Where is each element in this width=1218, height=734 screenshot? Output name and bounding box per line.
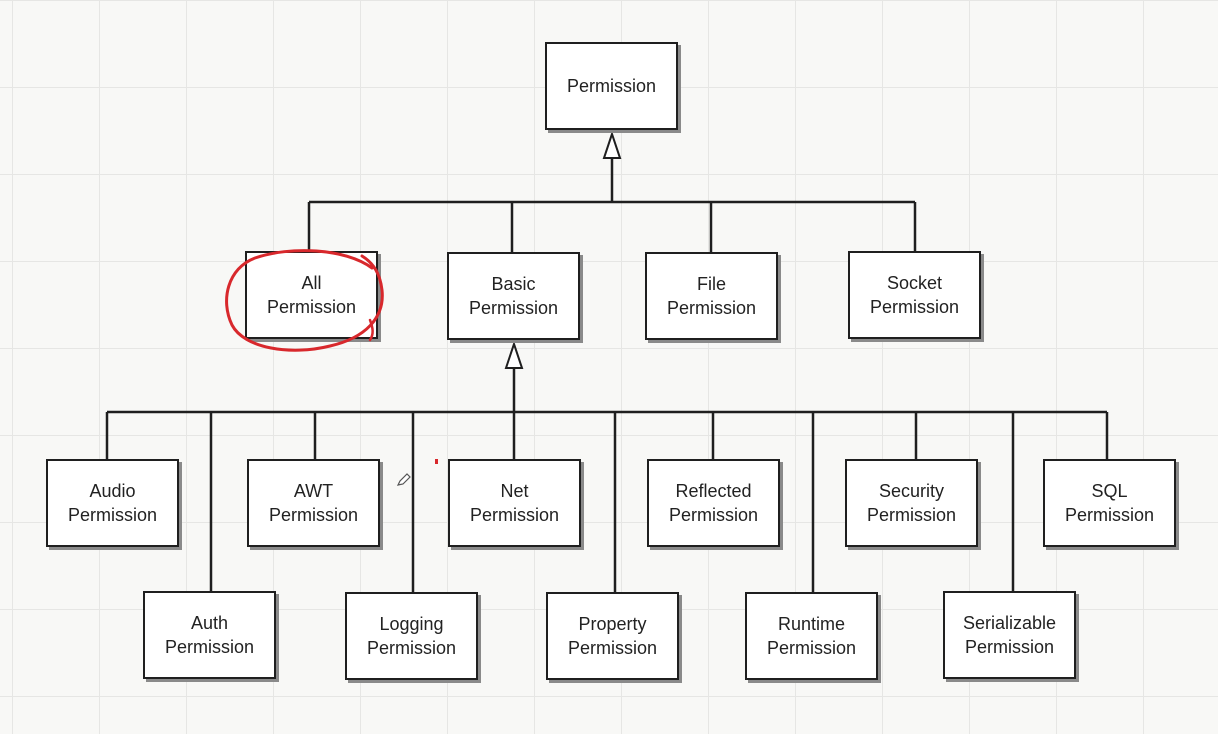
node-label-line2: Permission — [164, 637, 255, 657]
node-permission: Permission — [545, 42, 678, 130]
node-label-line2: Permission — [468, 298, 559, 318]
node-awt-permission: AWT Permission — [247, 459, 380, 547]
node-logging-permission: Logging Permission — [345, 592, 478, 680]
node-label-line2: Permission — [869, 297, 960, 317]
node-label-line1: Audio — [89, 481, 136, 501]
node-label-line1: Logging — [379, 614, 444, 634]
node-reflected-permission: Reflected Permission — [647, 459, 780, 547]
node-label-line1: Reflected — [675, 481, 752, 501]
node-label-line2: Permission — [668, 505, 759, 525]
node-label-line1: Auth — [190, 613, 229, 633]
node-net-permission: Net Permission — [448, 459, 581, 547]
inheritance-arrowhead — [602, 130, 622, 159]
node-label-line1: All — [301, 273, 322, 293]
node-label-line2: Permission — [266, 297, 357, 317]
node-label-line1: Serializable — [962, 613, 1057, 633]
node-label-line1: Net — [500, 481, 529, 501]
node-label-line2: Permission — [268, 505, 359, 525]
node-all-permission: All Permission — [245, 251, 378, 339]
node-sql-permission: SQL Permission — [1043, 459, 1176, 547]
node-label-line2: Permission — [1064, 505, 1155, 525]
node-serializable-permission: Serializable Permission — [943, 591, 1076, 679]
node-label-line1: Runtime — [777, 614, 846, 634]
node-label-line2: Permission — [964, 637, 1055, 657]
node-socket-permission: Socket Permission — [848, 251, 981, 339]
node-security-permission: Security Permission — [845, 459, 978, 547]
node-label: Permission — [566, 76, 657, 96]
red-dot-mark — [435, 459, 438, 464]
node-label-line2: Permission — [67, 505, 158, 525]
pen-cursor-icon — [396, 473, 411, 486]
node-label-line2: Permission — [666, 298, 757, 318]
node-property-permission: Property Permission — [546, 592, 679, 680]
node-label-line1: AWT — [293, 481, 334, 501]
node-label-line1: SQL — [1091, 481, 1128, 501]
node-label-line2: Permission — [469, 505, 560, 525]
node-label-line2: Permission — [866, 505, 957, 525]
node-label-line2: Permission — [567, 638, 658, 658]
node-audio-permission: Audio Permission — [46, 459, 179, 547]
node-file-permission: File Permission — [645, 252, 778, 340]
node-label-line1: File — [696, 274, 726, 294]
node-basic-permission: Basic Permission — [447, 252, 580, 340]
node-label-line2: Permission — [766, 638, 857, 658]
node-auth-permission: Auth Permission — [143, 591, 276, 679]
inheritance-arrowhead — [504, 340, 524, 369]
node-label-line1: Property — [578, 614, 647, 634]
node-label-line1: Security — [878, 481, 945, 501]
node-label-line2: Permission — [366, 638, 457, 658]
node-label-line1: Socket — [886, 273, 943, 293]
node-label-line1: Basic — [491, 274, 536, 294]
node-runtime-permission: Runtime Permission — [745, 592, 878, 680]
